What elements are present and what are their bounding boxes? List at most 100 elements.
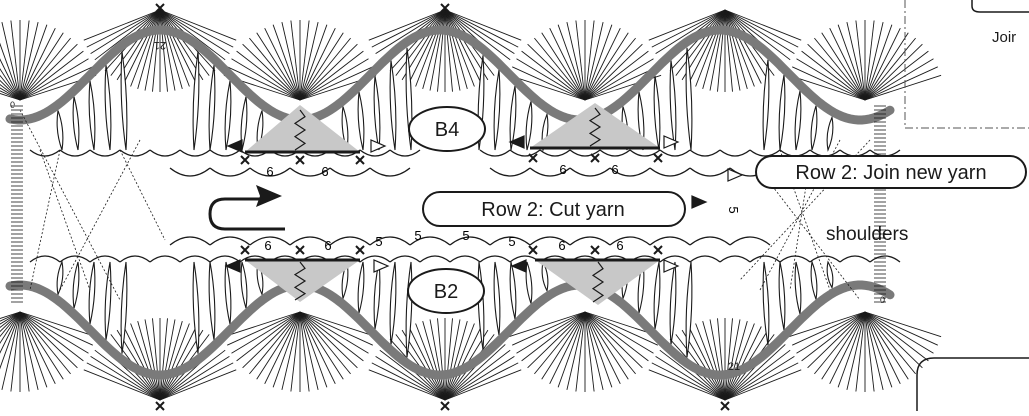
stitch-cross xyxy=(355,155,365,165)
fan-ray xyxy=(792,311,866,346)
chain-arc xyxy=(659,255,691,263)
chain-arc xyxy=(419,255,451,263)
fan-ray xyxy=(19,66,93,101)
end-triangle-filled xyxy=(510,259,527,273)
chain-arc xyxy=(29,149,61,157)
fan-ray xyxy=(19,20,30,101)
chain-arc xyxy=(609,167,651,177)
fan-ray xyxy=(256,311,301,380)
chain-arc xyxy=(179,255,211,263)
chain-arc xyxy=(689,255,721,263)
fan-ray xyxy=(94,9,161,61)
fan-ray xyxy=(864,311,923,369)
fan-ray xyxy=(299,66,373,101)
fan-ray xyxy=(584,311,658,346)
fan-ray xyxy=(549,311,586,384)
fan-ray xyxy=(159,318,168,401)
dotted-guide xyxy=(59,139,141,291)
petal-loop xyxy=(477,261,485,350)
fan-ray xyxy=(299,311,373,346)
fan-ray xyxy=(123,326,161,401)
petal-loop xyxy=(669,60,677,151)
petal-loop xyxy=(762,261,770,346)
fan-ray xyxy=(584,311,613,388)
chain-arc xyxy=(209,149,241,157)
petal-loop xyxy=(493,261,501,336)
dotted-guide xyxy=(29,149,61,291)
fan-ray xyxy=(236,311,301,362)
chain-arc xyxy=(489,236,531,246)
fan-ray xyxy=(512,66,586,101)
fan-ray xyxy=(0,58,21,101)
chain-arc xyxy=(749,255,781,263)
fan-ray xyxy=(1,311,21,391)
fan-ray xyxy=(290,20,301,101)
chain-arc xyxy=(569,167,611,177)
chain-arc xyxy=(749,149,781,157)
dotted-guide xyxy=(39,149,91,291)
fan-ray xyxy=(814,311,866,375)
fan-ray xyxy=(281,21,301,101)
fan-ray xyxy=(864,311,916,375)
fan-ray xyxy=(242,311,301,369)
fan-ray xyxy=(864,74,942,101)
petal-loop xyxy=(72,96,80,151)
fan-ray xyxy=(19,311,39,391)
chain-arc xyxy=(179,149,211,157)
fan-ray xyxy=(130,9,161,87)
chain-arc xyxy=(59,149,91,157)
chain-arc xyxy=(119,149,151,157)
b4-label: B4 xyxy=(435,119,459,141)
chain-arc xyxy=(599,149,631,157)
fan-ray xyxy=(83,369,161,401)
fan-ray xyxy=(236,50,301,101)
fan-ray xyxy=(688,326,726,401)
fan-ray xyxy=(655,9,726,54)
row-number-0-right: 0 xyxy=(880,295,885,305)
fan-ray xyxy=(1,21,21,101)
fan-ray xyxy=(584,32,629,101)
fan-ray xyxy=(444,326,482,401)
fan-ray xyxy=(249,37,301,101)
fan-ray xyxy=(724,9,755,87)
chain-arc xyxy=(529,167,571,177)
fan-ray xyxy=(19,311,84,362)
fan-ray xyxy=(651,9,726,48)
fan-ray xyxy=(724,318,733,401)
fan-ray xyxy=(724,9,741,91)
fan-ray xyxy=(584,311,621,384)
count-right-vertical: 5 xyxy=(726,206,741,213)
fan-ray xyxy=(444,369,522,401)
count-b4-left-b: 6 xyxy=(321,164,328,179)
fan-ray xyxy=(864,311,875,392)
chain-arc xyxy=(719,149,751,157)
chain-arc xyxy=(209,236,251,246)
fan-ray xyxy=(152,9,161,92)
fan-ray xyxy=(864,37,916,101)
fan-ray xyxy=(864,28,901,101)
stitch-cross xyxy=(240,155,250,165)
chain-arc xyxy=(29,255,61,263)
fan-ray xyxy=(702,320,726,401)
fan-ray xyxy=(648,9,726,41)
fan-ray xyxy=(724,349,791,401)
petal-loop xyxy=(653,261,661,330)
fan-ray xyxy=(19,28,56,101)
fan-ray xyxy=(223,311,301,338)
fan-ray xyxy=(549,28,586,101)
b2-label: B2 xyxy=(434,281,458,303)
fan-ray xyxy=(444,344,506,401)
fan-ray xyxy=(557,311,586,388)
fan-ray xyxy=(444,320,468,401)
chain-arc xyxy=(59,255,91,263)
fan-ray xyxy=(379,349,446,401)
chain-arc xyxy=(289,236,331,246)
fan-ray xyxy=(864,311,884,391)
fan-ray xyxy=(19,32,64,101)
fan-ray xyxy=(444,9,468,90)
fan-ray xyxy=(584,58,654,101)
end-triangle-open xyxy=(370,139,387,153)
fan-ray xyxy=(864,32,909,101)
fan-ray xyxy=(444,9,453,92)
chain-arc xyxy=(449,236,491,246)
